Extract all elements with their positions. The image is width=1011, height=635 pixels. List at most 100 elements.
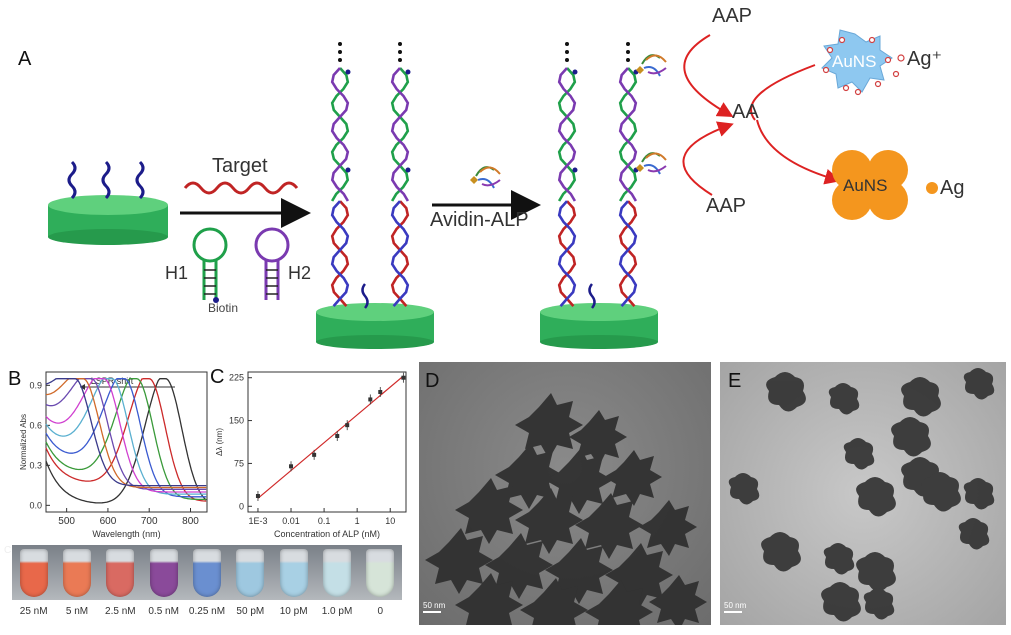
scale-bar-d: 50 nm [423,601,446,610]
auns-label: AuNS [843,176,888,195]
chart-b-xtick-label: 500 [58,516,75,527]
ag-label: Ag [940,177,965,199]
helix-strand-4-0b [618,67,638,202]
hairpin-h2 [254,227,290,300]
tem-image-d: D 50 nm [419,362,711,625]
chart-c-ytick-label: 225 [229,373,244,383]
tube-label-7: 1.0 pM [321,606,353,617]
chart-b-frame [45,371,208,513]
chart-b-annotation: LSPR shift [91,376,134,386]
chart-c-fit-line [257,375,404,499]
helix-strand-2-0b [390,67,410,202]
panel-label-c: C [210,366,225,388]
enzyme-icon-bottom [636,152,667,175]
chart-c-ytick-label: 0 [239,501,244,511]
helix-strand-4-0a [618,67,638,202]
ag-plus-label: Ag⁺ [907,48,943,70]
tube-1 [63,549,91,597]
scale-bar-e: 50 nm [724,601,747,610]
tem-d-particles [423,393,707,625]
dna-helices-2 [330,67,411,307]
capture-probes [67,160,145,200]
helix-mid-dot-2 [405,167,411,173]
chart-b-shift-arrow-head [80,384,85,390]
helix-strand-3-1b [557,200,577,307]
chart-b-xlabel: Wavelength (nm) [92,529,160,539]
chart-c-point [378,390,383,394]
chart-c-point [335,434,340,438]
helix-end-dot-1 [345,69,351,75]
chart-b-ylabel: Normalized Abs [19,414,28,470]
single-strand-3 [588,283,596,309]
chart-b-xtick-label: 600 [100,516,117,527]
chart-b-ytick-label: 0.0 [29,500,42,510]
chart-b-series-2 [45,378,207,501]
chart-c-point [345,423,350,428]
dna-helices-3 [557,67,639,307]
tube-label-5: 50 pM [236,606,265,617]
chart-b-ytick-label: 0.3 [29,460,42,470]
target-strand [183,181,299,195]
tube-3 [149,549,178,597]
tube-6 [279,549,308,597]
biotin-label: Biotin [208,301,239,315]
tube-label-3: 0.5 nM [148,606,179,617]
tube-panel-label: C [4,545,12,556]
enzyme-icon-top [636,54,667,77]
tube-2 [106,549,135,597]
chart-c-xtick-label: 1E-3 [248,516,267,526]
target-label: Target [212,155,268,177]
h2-label: H2 [288,263,312,283]
tube-5 [236,549,265,597]
enzyme-icon [470,166,501,189]
tube-4 [193,549,221,597]
ag-particle [926,182,938,194]
biotin-dot [213,297,219,303]
helix-strand-1-0b [330,67,350,202]
chart-b-series-6 [45,378,207,490]
reaction-arrows [682,34,841,196]
tube-label-0: 25 nM [19,606,48,617]
tube-0 [19,549,48,597]
helix-mid-dot-1 [345,167,351,173]
schematic-svg [48,29,938,349]
helix-mid-dot-3 [572,167,578,173]
helix-strand-2-1a [390,200,410,307]
chart-c-xtick-label: 0.1 [318,516,331,526]
tube-8 [366,549,395,597]
avidin-alp-label: Avidin-ALP [430,209,529,231]
helix-strand-2-1b [390,200,410,307]
chart-c-ytick-label: 150 [229,416,244,426]
auns-particle [832,150,908,220]
panel-label-d: D [425,370,440,392]
chart-c-frame [247,371,407,513]
h1-label: H1 [165,263,189,283]
chart-b-series-4 [45,378,207,495]
panel-label-e: E [728,370,742,392]
auns-star-label: AuNS [832,52,877,71]
tube-label-4: 0.25 nM [188,606,226,617]
chart-b-series-8 [45,378,207,487]
chart-c-xlabel: Concentration of ALP (nM) [274,529,380,539]
chart-c-xtick-label: 1 [355,516,360,526]
chart-b-series-5 [45,378,207,493]
chip-3 [540,303,658,349]
chart-b-xtick-label: 700 [141,516,158,527]
chart-b-ytick-label: 0.9 [29,380,42,390]
chart-c-ylabel: Δλ (nm) [215,428,224,456]
chart-c-point [368,397,373,402]
helix-strand-3-1a [557,200,577,307]
chip-2 [316,303,434,349]
chart-c-point [289,464,294,469]
chip-1 [48,195,168,245]
panel-label-b: B [8,368,22,390]
chart-b-xtick-label: 800 [182,516,199,527]
helix-strand-4-1a [618,200,638,307]
helix-end-dot-3 [572,69,578,75]
chart-b-ytick-label: 0.6 [29,420,42,430]
tem-e-particles [724,368,995,622]
helix-strand-1-1a [330,200,350,307]
chart-c-point [312,452,317,457]
